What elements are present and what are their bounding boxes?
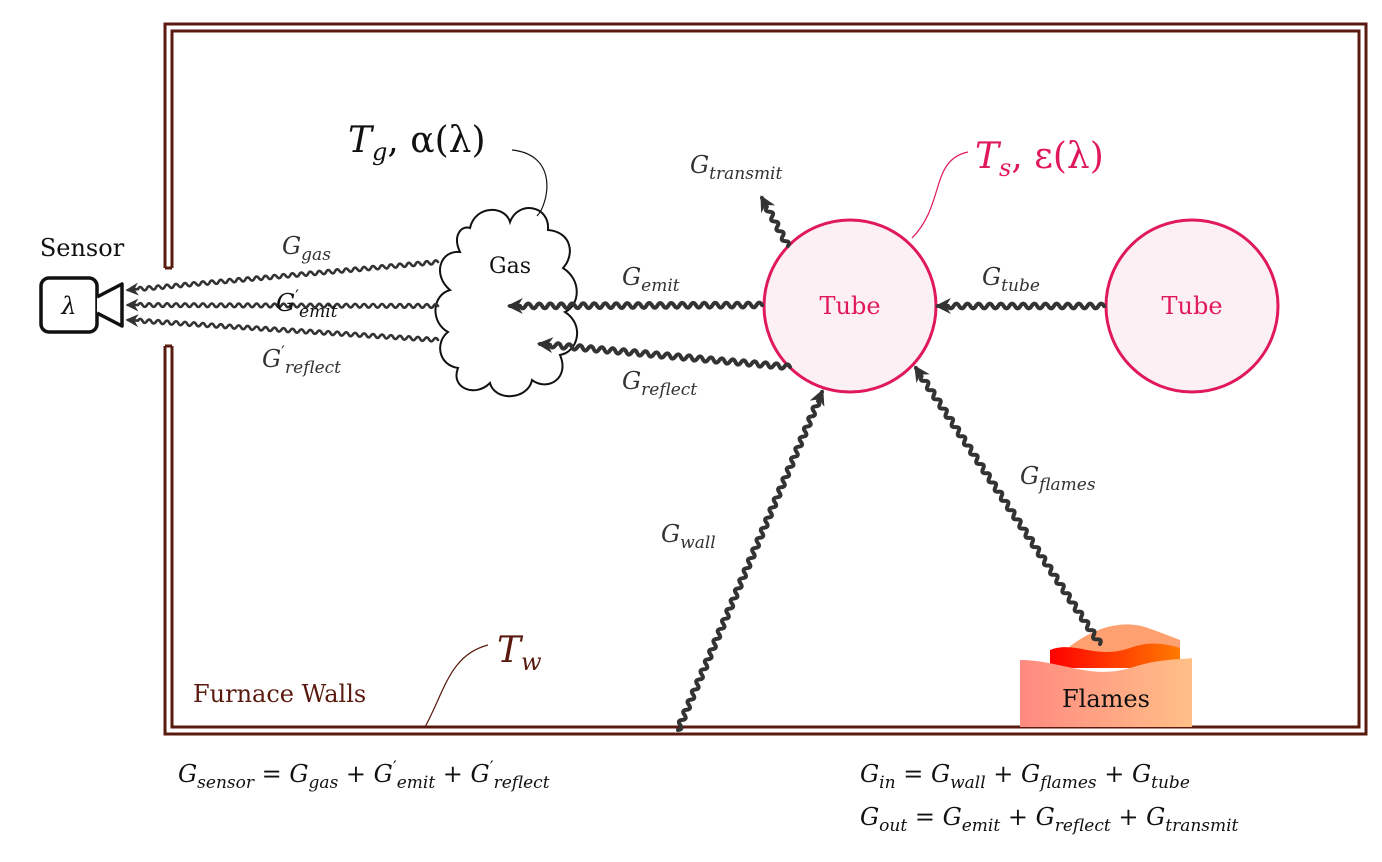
ray-g-flames (914, 365, 1103, 646)
sensor-symbol: λ (60, 292, 76, 320)
gas-cloud (434, 207, 579, 398)
flames-label: Flames (1062, 685, 1150, 713)
label-g-emit-prime: G′emit (276, 287, 338, 322)
label-g-reflect-prime: G′reflect (262, 343, 341, 378)
ray-g-transmit (760, 195, 791, 248)
equation-in: Gin = Gwall + Gflames + Gtube (860, 760, 1190, 793)
camera-sensor-icon: λ (39, 276, 124, 334)
equation-out: Gout = Gemit + Greflect + Gtransmit (860, 803, 1239, 836)
ray-g-reflect-prime (125, 314, 440, 343)
sensor-title: Sensor (40, 234, 125, 262)
ray-g-tube (934, 298, 1106, 314)
walls-callout-line (424, 644, 489, 728)
ray-g-wall (676, 389, 825, 732)
tube-callout-line (911, 151, 969, 239)
furnace-walls (163, 22, 1368, 736)
ray-g-reflect (536, 337, 792, 371)
label-g-reflect: Greflect (622, 367, 697, 400)
ray-g-emit-prime (125, 298, 440, 312)
furnace-walls-label: Furnace Walls (193, 680, 366, 708)
tube-callout: Ts, ε(λ) (975, 136, 1104, 182)
label-g-flames: Gflames (1020, 462, 1096, 495)
gas-callout: Tg, α(λ) (348, 120, 486, 166)
tube-left-label: Tube (819, 292, 880, 320)
tube-right-label: Tube (1161, 292, 1222, 320)
ray-g-emit (506, 298, 764, 314)
walls-callout: Tw (497, 630, 542, 676)
gas-label: Gas (489, 254, 531, 279)
label-g-gas: Ggas (282, 232, 331, 265)
radiation-rays (125, 195, 1106, 732)
label-g-tube: Gtube (982, 263, 1040, 296)
ray-g-gas (125, 259, 440, 296)
label-g-emit: Gemit (622, 263, 680, 296)
equation-sensor: Gsensor = Ggas + G′emit + G′reflect (178, 758, 550, 793)
gas-callout-line (511, 149, 548, 217)
label-g-wall: Gwall (661, 520, 716, 553)
label-g-transmit: Gtransmit (690, 151, 782, 184)
